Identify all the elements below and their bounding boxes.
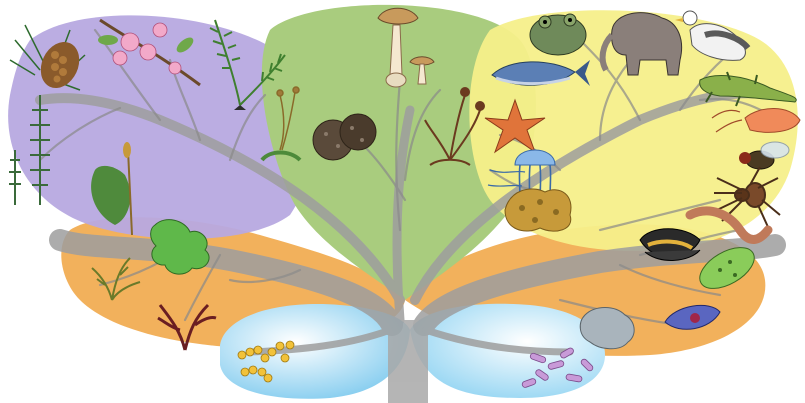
frog-icon [530,14,586,55]
sponge-icon [505,189,571,231]
